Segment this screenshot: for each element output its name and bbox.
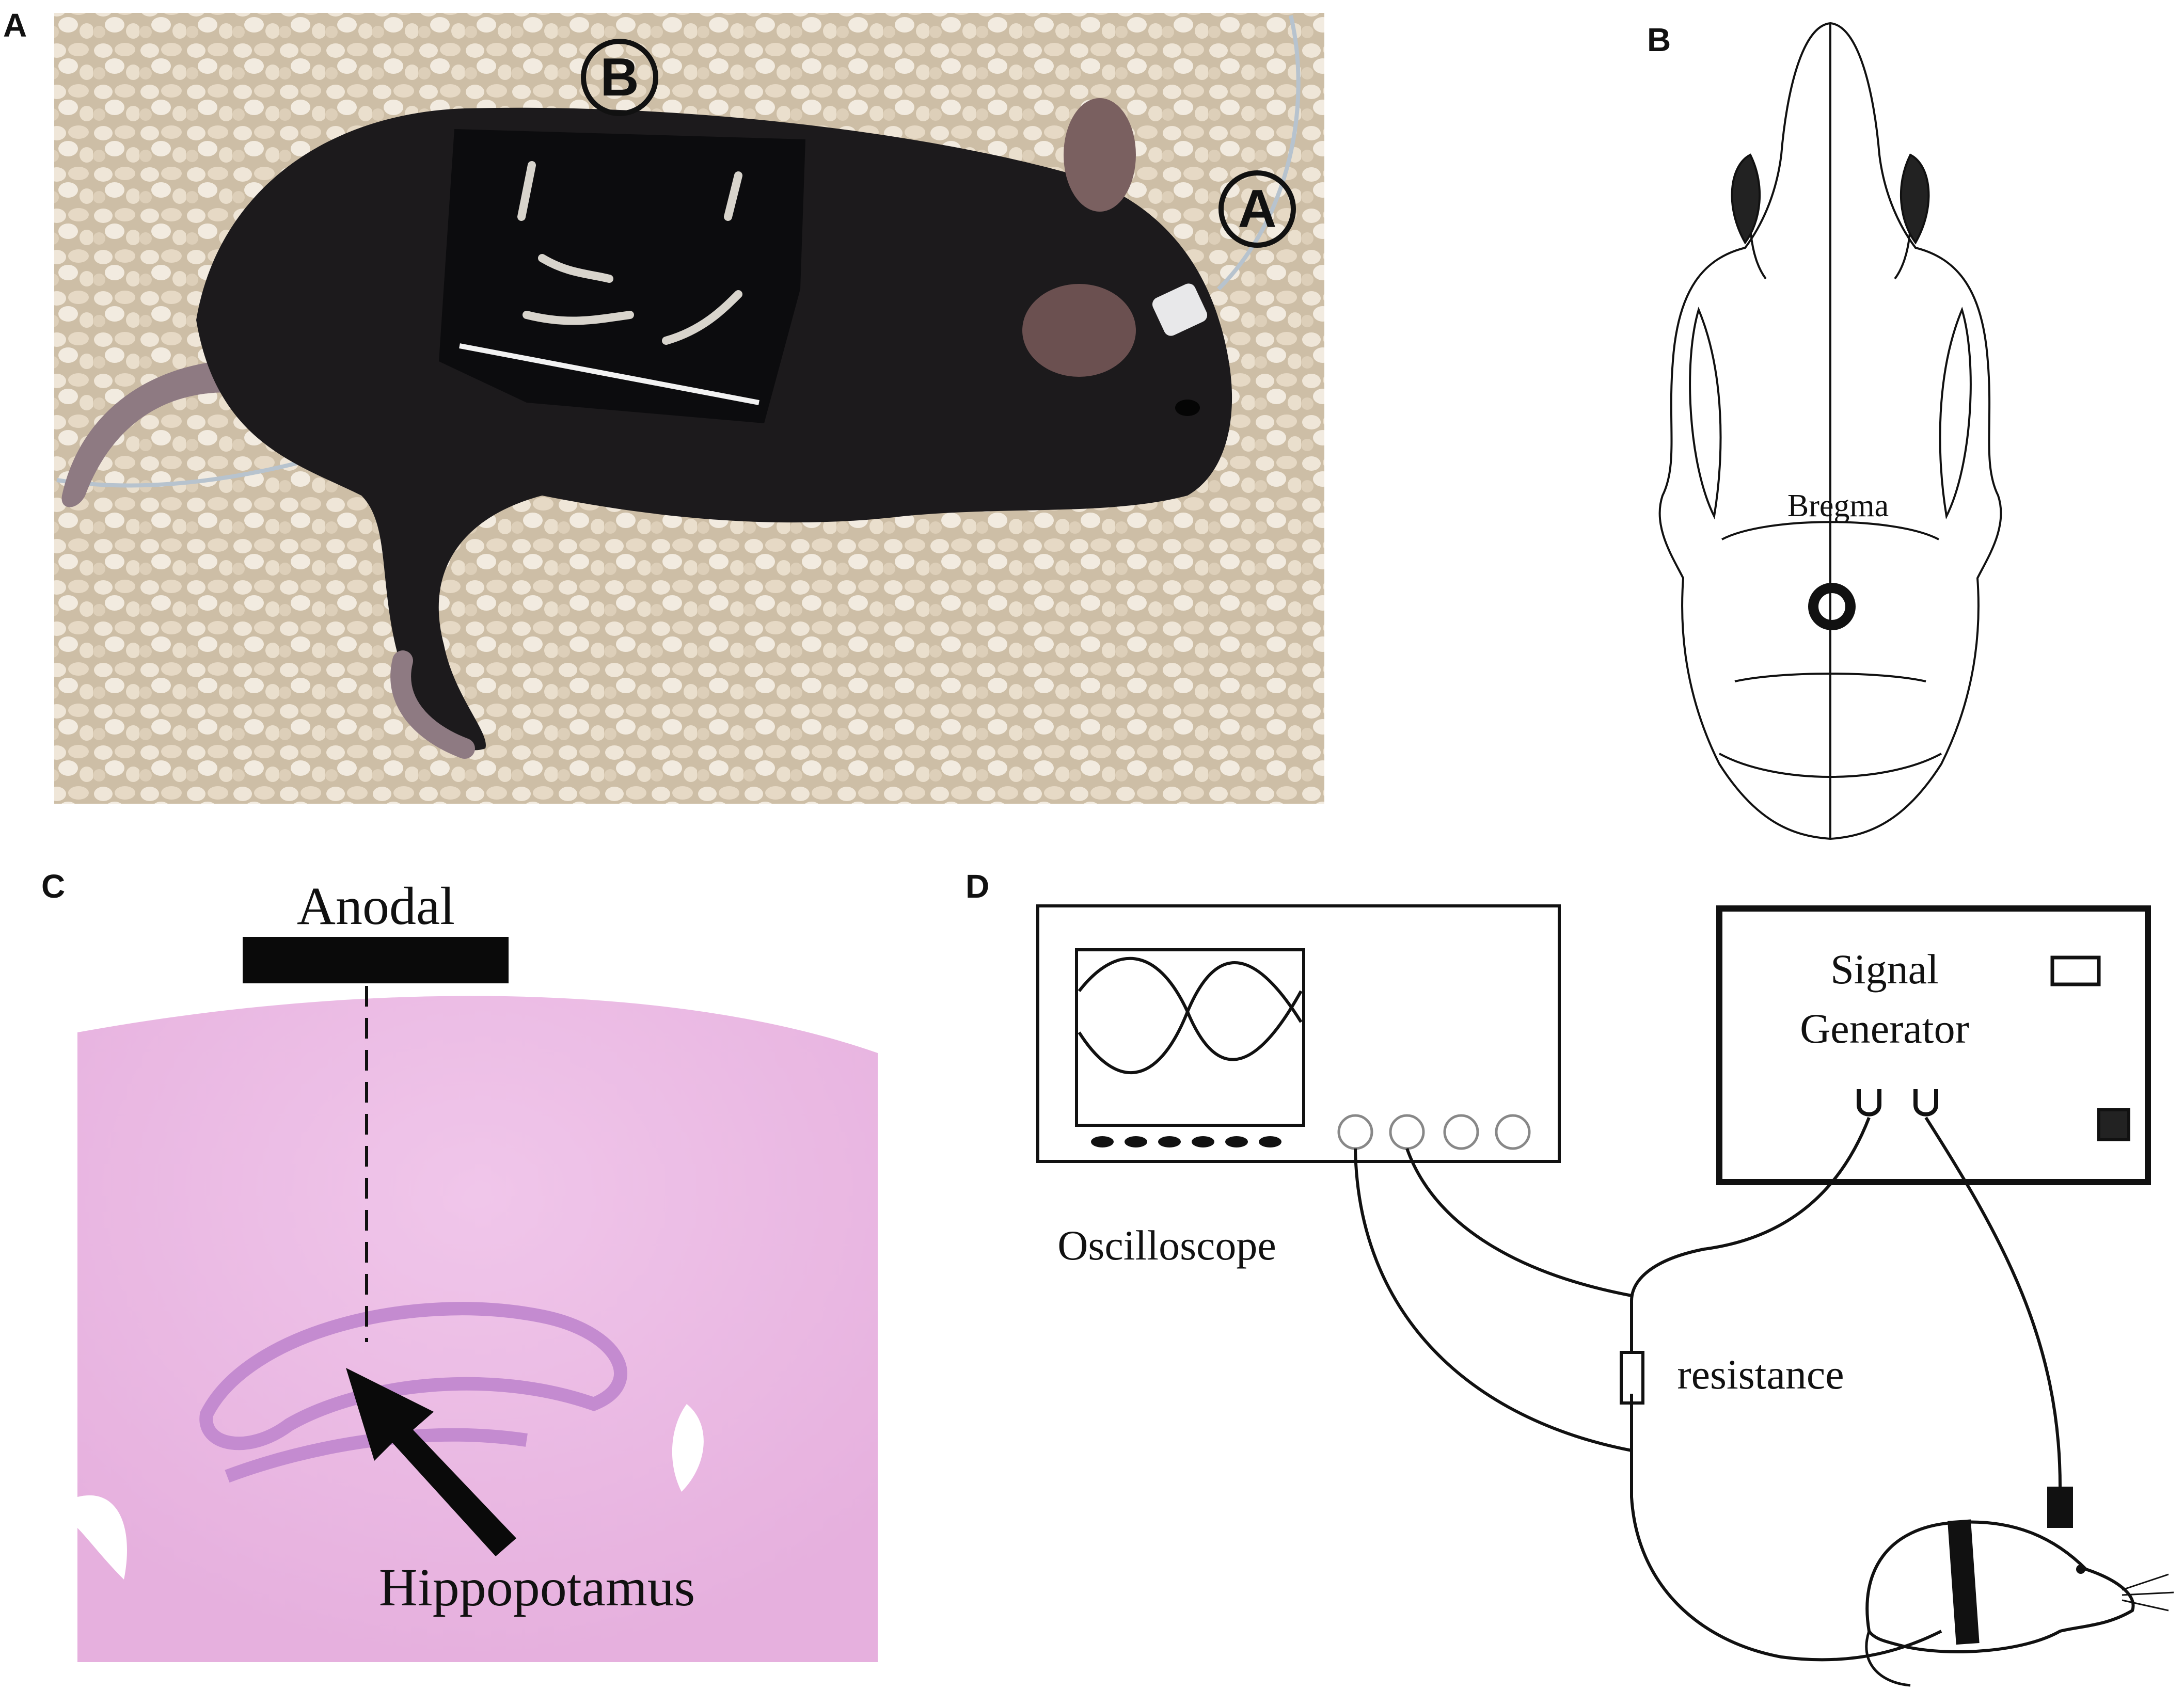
marker-b-label: B (600, 47, 639, 107)
generator-label-line2: Generator (1800, 1005, 1969, 1052)
bregma-suture (1721, 521, 1939, 540)
vest-jacket (439, 129, 805, 423)
generator-label-line1: Signal (1830, 946, 1939, 993)
hippocampus-label: Hippopotamus (379, 1558, 695, 1617)
anodal-electrode-bar (243, 937, 509, 983)
brain-tissue (77, 996, 878, 1662)
oscilloscope-label: Oscilloscope (1057, 1222, 1276, 1269)
panel-c-section: Anodal Hippopotamus (77, 876, 878, 1662)
marker-b-circle (581, 39, 658, 116)
electrode-position-ring (1808, 583, 1856, 630)
mouse-drawing-vest (1948, 1519, 1980, 1645)
wire-generator-to-resistor (1630, 1117, 1871, 1301)
mouse-ear-front (1022, 284, 1136, 377)
mouse-drawing-head-electrode (2047, 1487, 2073, 1528)
oscilloscope-box (1036, 904, 1561, 1163)
skull-nasal-openings (1731, 153, 1930, 245)
hippocampus-ca-layer (199, 1302, 627, 1450)
panel-letter-c: C (41, 868, 66, 905)
lambda-sutures (1719, 673, 1942, 778)
wire-generator-to-head-electrode (1924, 1117, 2062, 1487)
panel-letter-d: D (966, 868, 990, 905)
generator-switch (2097, 1108, 2130, 1141)
panel-d-setup: Oscilloscope Signal Generator resistance (1036, 904, 2174, 1687)
panel-b-skull: Bregma (1658, 22, 2002, 840)
panel-letter-b: B (1647, 21, 1671, 58)
wire-resistor-to-mouse-body (1630, 1301, 1942, 1662)
mouse-drawing-body (1865, 1520, 2135, 1653)
oscilloscope-screen (1075, 948, 1305, 1127)
marker-a-circle (1218, 170, 1296, 248)
mouse-tail (61, 361, 227, 507)
signal-generator-box (1716, 905, 2151, 1185)
wire-scope-ch2-to-resistor-top (1405, 1147, 1632, 1297)
head-electrode (1152, 283, 1208, 336)
mouse-ear-back (1064, 98, 1136, 212)
generator-output-terminals (1857, 1089, 1938, 1117)
mouse-drawing-tail (1865, 1631, 1911, 1687)
resistor-label: resistance (1677, 1351, 1844, 1398)
mouse-drawing-whiskers (2122, 1573, 2174, 1612)
bregma-label: Bregma (1787, 488, 1889, 523)
vest-seam (459, 343, 759, 405)
wire-scope-ch1-to-resistor-bottom (1354, 1148, 1632, 1452)
scope-input-jacks (1337, 1114, 1531, 1150)
marker-a-label: A (1238, 179, 1276, 239)
resistor-symbol (1620, 1351, 1644, 1405)
vest-tape-marks (517, 161, 742, 345)
generator-display (2050, 955, 2101, 986)
skull-zygomatic-arches (1689, 307, 1972, 520)
mouse-eye (1175, 400, 1200, 416)
panel-a-photo: B A (54, 13, 1324, 804)
panel-letter-a: A (3, 7, 27, 44)
scope-trace-2 (1078, 961, 1303, 1075)
mouse-hind-foot (390, 650, 475, 759)
anodal-label: Anodal (297, 876, 455, 936)
hippocampus-arrow (346, 1368, 516, 1556)
mouse-drawing-eye (2076, 1565, 2085, 1574)
scope-buttons (1091, 1136, 1281, 1147)
